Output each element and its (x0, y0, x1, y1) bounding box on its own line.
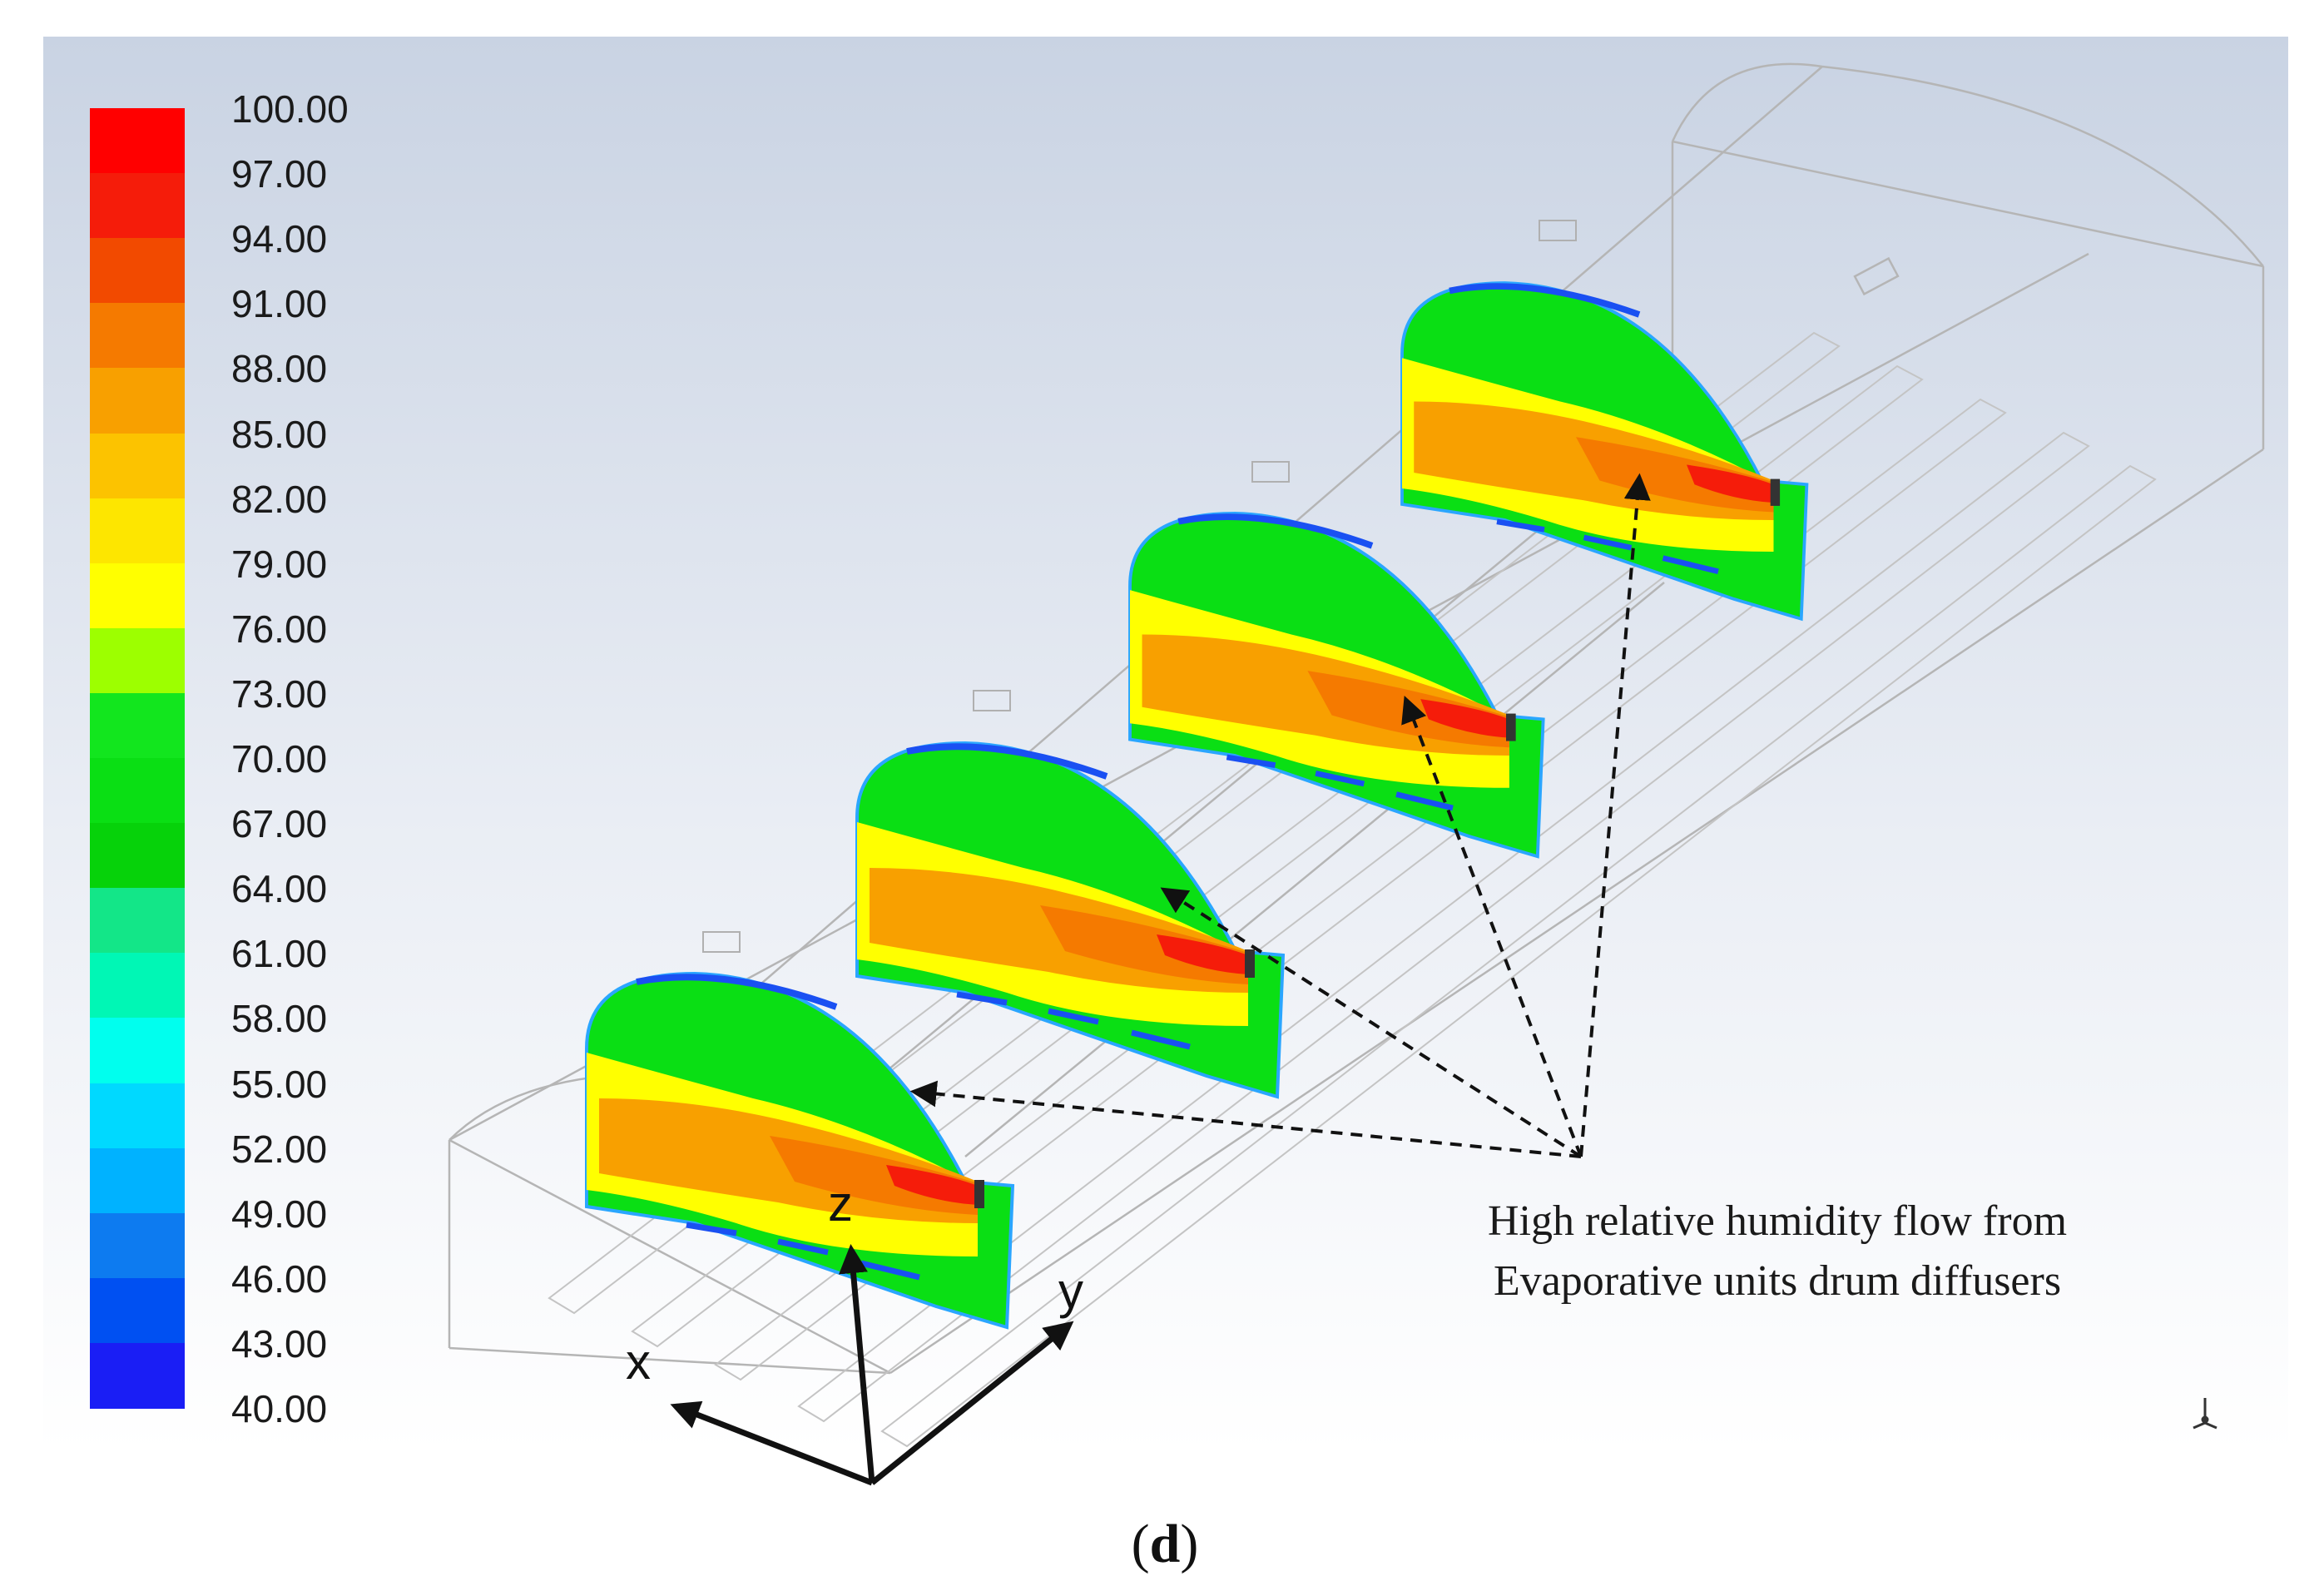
legend-label: 73.00 (231, 672, 328, 716)
legend-swatch (90, 1018, 185, 1084)
legend-label: 49.00 (231, 1192, 328, 1236)
caption-letter: d (1149, 1514, 1181, 1574)
contour-slice (855, 741, 1286, 1099)
legend-swatch (90, 823, 185, 890)
legend-label: 46.00 (231, 1256, 328, 1301)
legend-swatch (90, 498, 185, 564)
wireframe-base-front (448, 1346, 891, 1375)
legend-label: 55.00 (231, 1062, 328, 1106)
annotation-pointers (909, 473, 1651, 1158)
drum-diffuser (1506, 713, 1516, 741)
annotation-line-2: Evaporative units drum diffusers (1493, 1257, 2062, 1305)
legend-label: 40.00 (231, 1387, 328, 1430)
drum-diffuser (974, 1180, 984, 1208)
bench-4 (797, 431, 2090, 1423)
legend-swatch (90, 1277, 185, 1344)
z-axis-arrow (839, 1244, 875, 1484)
legend-swatch (90, 627, 185, 694)
figure-caption: (d) (1082, 1513, 1248, 1576)
slice-edge-blue (906, 743, 1108, 780)
legend-swatch (90, 1212, 185, 1279)
x-axis-label: x (626, 1334, 651, 1390)
drum-diffuser (1770, 478, 1781, 506)
pointer-slice-2 (1160, 887, 1583, 1158)
legend-swatch (90, 1147, 185, 1214)
fan-unit-4 (1539, 220, 1577, 241)
legend-swatch (90, 563, 185, 629)
legend-label: 43.00 (231, 1321, 328, 1365)
y-axis-label: y (1058, 1263, 1083, 1319)
x-axis-arrow (670, 1400, 874, 1486)
legend-label: 91.00 (231, 282, 328, 326)
legend-swatch (90, 953, 185, 1019)
annotation-text: High relative humidity flow from Evapora… (1403, 1192, 2152, 1311)
contour-slice (1128, 512, 1545, 859)
slice-edge-blue (1177, 513, 1374, 549)
slice-red-jet (1420, 699, 1509, 738)
bench-5 (880, 464, 2157, 1448)
slice-edge-blue (636, 974, 838, 1010)
legend-label: 61.00 (231, 932, 328, 976)
legend-label: 82.00 (231, 477, 328, 521)
legend-label: 70.00 (231, 737, 328, 781)
z-axis-label: z (828, 1176, 853, 1232)
slice-base-notches (1496, 518, 1719, 574)
slice-red-jet (886, 1165, 978, 1205)
legend-swatch (90, 303, 185, 369)
drum-diffuser (1245, 949, 1255, 978)
legend-label: 76.00 (231, 607, 328, 651)
legend-swatch (90, 888, 185, 954)
pointer-slice-1 (909, 1080, 1582, 1158)
legend-swatch (90, 108, 185, 175)
pointer-slice-3 (1401, 696, 1583, 1157)
legend-swatch (90, 238, 185, 305)
color-legend-bar (90, 108, 185, 1409)
slice-edge-blue (1449, 283, 1641, 318)
caption-close: ) (1180, 1514, 1199, 1574)
legend-label: 79.00 (231, 542, 328, 586)
legend-swatch (90, 1083, 185, 1149)
coordinate-axes (670, 1244, 1074, 1486)
fan-unit-2 (973, 690, 1011, 711)
legend-label: 100.00 (231, 87, 349, 131)
legend-swatch (90, 173, 185, 240)
legend-label: 64.00 (231, 867, 328, 911)
slice-base-notches (1226, 754, 1454, 811)
slice-base-notches (686, 1222, 920, 1281)
orientation-triad-icon (2193, 1398, 2217, 1430)
wireframe-vent (1853, 256, 1900, 296)
fan-unit-3 (1251, 461, 1290, 483)
slice-red-jet (1157, 934, 1248, 974)
wireframe-floor-front-edge (448, 1138, 891, 1375)
annotation-line-1: High relative humidity flow from (1487, 1197, 2068, 1245)
legend-label: 85.00 (231, 412, 328, 456)
contour-slice (585, 971, 1015, 1330)
legend-swatch (90, 368, 185, 434)
legend-swatch (90, 758, 185, 825)
bench-3 (714, 398, 2007, 1381)
legend-swatch (90, 433, 185, 499)
legend-label: 52.00 (231, 1127, 328, 1171)
legend-swatch (90, 692, 185, 759)
legend-label: 94.00 (231, 217, 328, 261)
slice-base-notches (956, 991, 1191, 1050)
legend-label: 88.00 (231, 347, 328, 391)
legend-label: 67.00 (231, 802, 328, 846)
caption-open: ( (1131, 1514, 1150, 1574)
slice-red-jet (1687, 464, 1774, 503)
y-axis-arrow (870, 1321, 1074, 1485)
fan-unit-1 (702, 931, 741, 953)
wireframe-inner-rail-2 (964, 582, 1665, 1157)
contour-slice (1400, 281, 1809, 622)
side-fans (702, 220, 1577, 953)
wireframe-back-top (1672, 140, 2264, 268)
humidity-contour-slices (585, 281, 1809, 1330)
pointer-slice-4 (1579, 473, 1651, 1157)
legend-label: 97.00 (231, 152, 328, 196)
legend-swatch (90, 1342, 185, 1409)
wireframe-floor-right-edge (889, 448, 2264, 1375)
legend-label: 58.00 (231, 997, 328, 1041)
wireframe-back-arch (1671, 62, 2264, 267)
